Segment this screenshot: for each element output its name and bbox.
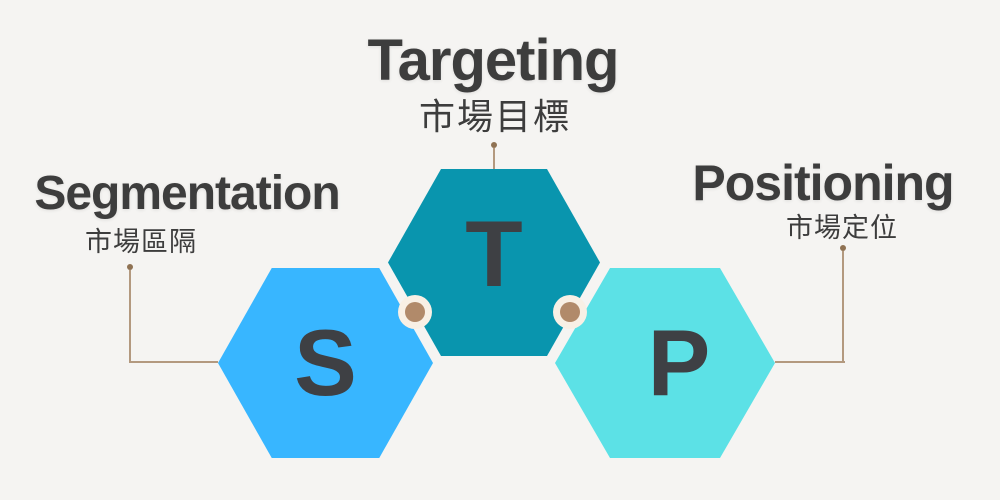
segmentation-connector-end-dot (127, 264, 133, 270)
targeting-connector-line (493, 148, 495, 169)
junction-node-t-p-core (560, 302, 580, 322)
positioning-title: Positioning (692, 155, 954, 211)
targeting-subtitle-zh: 市場目標 (418, 96, 571, 137)
junction-node-s-t (398, 295, 432, 329)
positioning-subtitle-zh: 市場定位 (786, 213, 898, 243)
targeting-connector-end-dot (491, 142, 497, 148)
letter-s: S (294, 310, 357, 415)
junction-node-t-p (553, 295, 587, 329)
hexagon-positioning: P (555, 268, 775, 458)
segmentation-connector-line-vertical (129, 270, 131, 363)
letter-p: P (647, 310, 711, 415)
segmentation-subtitle-zh: 市場區隔 (85, 227, 197, 257)
letter-t: T (465, 200, 523, 306)
positioning-connector-line-vertical (842, 251, 844, 363)
positioning-connector-line-horizontal (775, 361, 845, 363)
hexagon-segmentation: S (218, 268, 433, 458)
positioning-connector-end-dot (840, 245, 846, 251)
junction-node-s-t-core (405, 302, 425, 322)
segmentation-connector-line-horizontal (129, 361, 218, 363)
targeting-title: Targeting (367, 28, 620, 93)
segmentation-title: Segmentation (34, 167, 340, 220)
